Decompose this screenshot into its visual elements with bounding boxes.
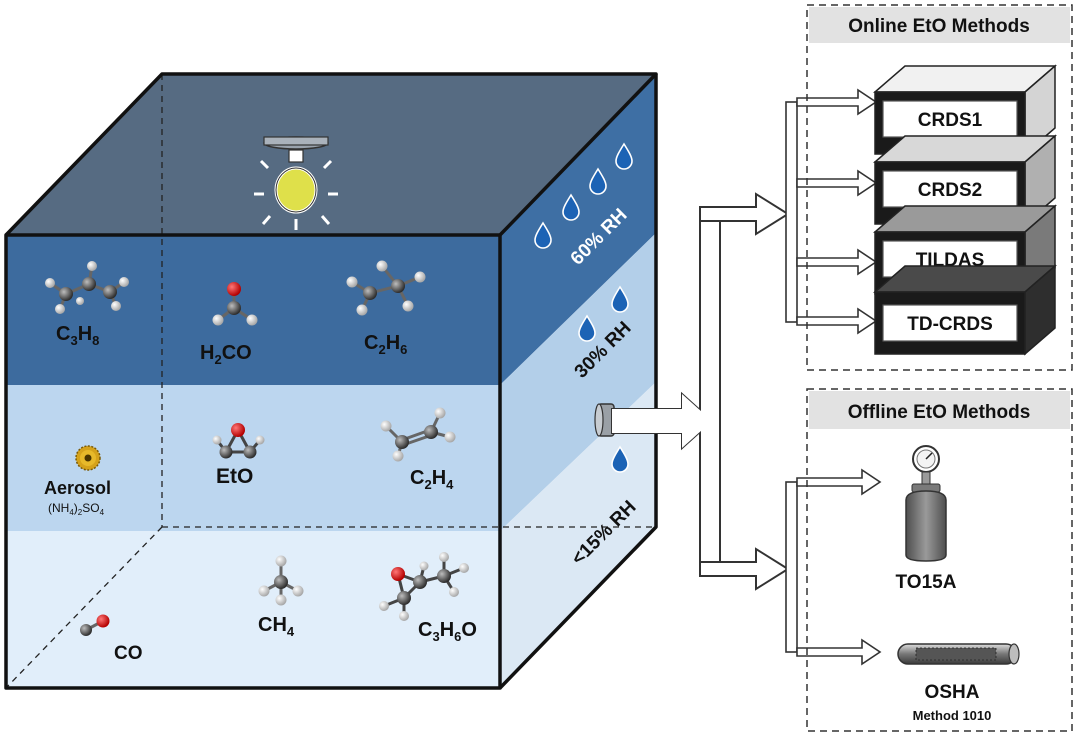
methane-molecule-icon	[258, 555, 304, 606]
eto-molecule-icon	[212, 423, 265, 459]
online-methods-panel: Online EtO Methods	[806, 4, 1073, 371]
crds1-label: CRDS1	[918, 110, 983, 131]
ethylene-molecule-icon	[380, 407, 456, 462]
canister-icon	[905, 445, 947, 562]
methane-label: CH4	[258, 614, 295, 639]
offline-branch-arrow	[699, 547, 790, 591]
online-methods-title: Online EtO Methods	[848, 16, 1030, 37]
propylene-oxide-label: C3H6O	[418, 619, 477, 644]
band-top	[6, 235, 500, 385]
sorbent-tube-icon	[897, 643, 1020, 665]
instrument-crds1: CRDS1	[872, 64, 1058, 156]
ethane-molecule-icon	[346, 260, 426, 316]
formaldehyde-molecule-icon	[212, 282, 258, 326]
instrument-td-crds: TD-CRDS	[872, 264, 1058, 356]
sampling-port	[594, 403, 615, 437]
tube-sublabel: Method 1010	[913, 708, 992, 723]
offline-manifold	[785, 468, 882, 666]
online-branch-arrow	[699, 192, 790, 236]
crds2-label: CRDS2	[918, 180, 982, 201]
td-crds-label: TD-CRDS	[907, 314, 993, 335]
flow-arrows	[611, 192, 790, 591]
ethane-label: C2H6	[364, 332, 407, 357]
propane-label: C3H8	[56, 323, 99, 348]
co-molecule-icon	[80, 614, 110, 636]
aerosol-label: Aerosol	[44, 478, 111, 498]
band-low	[6, 531, 500, 688]
propylene-oxide-molecule-icon	[379, 552, 469, 621]
tube-label: OSHA	[925, 682, 980, 703]
canister-label: TO15A	[896, 572, 957, 593]
chamber-cube	[4, 72, 658, 690]
offline-methods-title: Offline EtO Methods	[848, 402, 1031, 423]
aerosol-formula: (NH4)2SO4	[48, 501, 105, 517]
formaldehyde-label: H2CO	[200, 342, 252, 367]
eto-label: EtO	[216, 465, 253, 488]
offline-methods-panel: Offline EtO Methods	[806, 388, 1073, 732]
propane-molecule-icon	[45, 261, 129, 314]
aerosol-particle-icon	[75, 445, 101, 471]
lamp-icon	[254, 136, 338, 230]
co-label: CO	[114, 643, 143, 664]
online-manifold	[785, 88, 878, 335]
ethylene-label: C2H4	[410, 467, 454, 492]
right-face-top	[500, 74, 656, 385]
top-face	[6, 74, 656, 235]
